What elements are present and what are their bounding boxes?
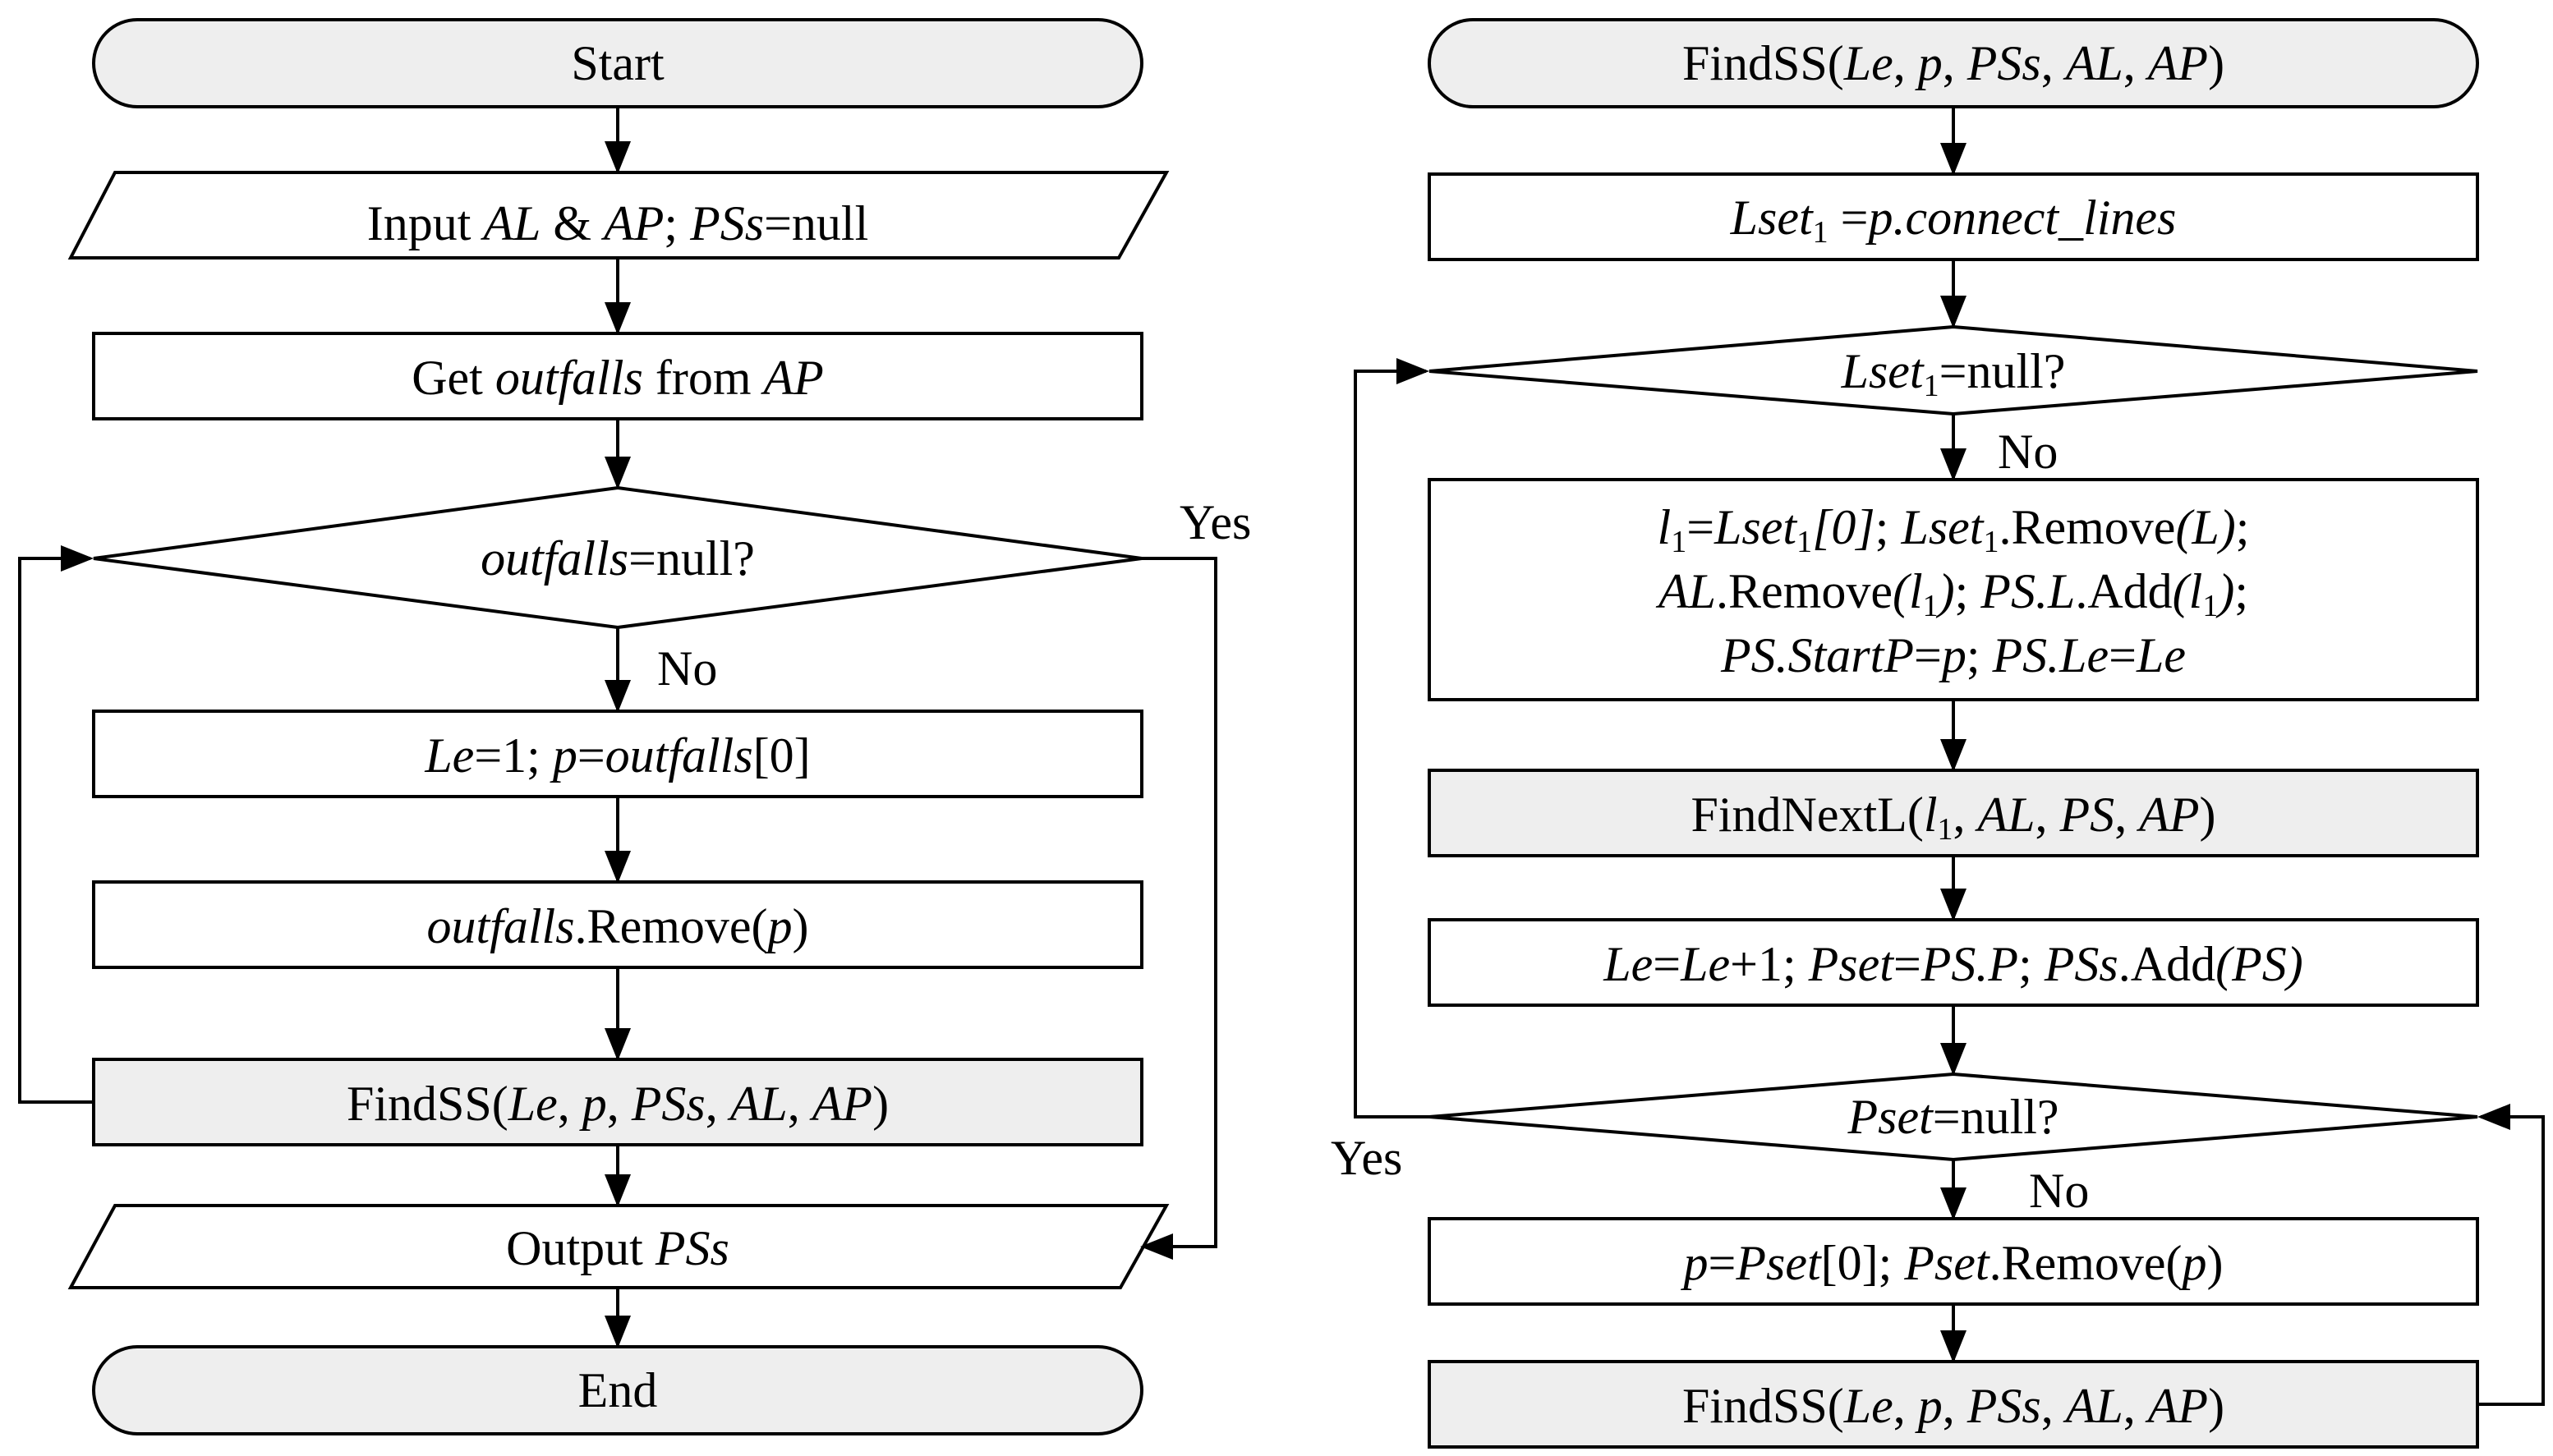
left-findss-call-label: FindSS(Le, p, PSs, AL, AP) [347, 1077, 889, 1131]
left-input-label: Input AL & AP; PSs=null [367, 196, 869, 250]
right-recursive-call-label: FindSS(Le, p, PSs, AL, AP) [1682, 1379, 2224, 1433]
right-decision2-label: Pset=null? [1847, 1090, 2058, 1144]
left-output-label: Output PSs [506, 1221, 729, 1275]
right-start-label: FindSS(Le, p, PSs, AL, AP) [1682, 36, 2224, 90]
left-init-label: Le=1; p=outfalls[0] [424, 728, 810, 783]
right-pop-label: p=Pset[0]; Pset.Remove(p) [1680, 1236, 2223, 1290]
right-block-line1: l1=Lset1[0]; Lset1.Remove(L); [1658, 500, 2250, 559]
left-yes-label: Yes [1180, 495, 1251, 549]
right-flowchart: FindSS(Le, p, PSs, AL, AP) Lset1 =p.conn… [1331, 18, 2545, 1449]
left-end-label: End [578, 1363, 658, 1417]
left-input-parallelogram [67, 171, 1170, 260]
left-output-parallelogram [67, 1204, 1170, 1289]
left-get-outfalls-box [92, 332, 1143, 420]
left-flowchart: Start Input AL & AP; PSs=null Get outfal… [18, 18, 1251, 1435]
right-yes-loop-arrow [1354, 358, 1429, 1118]
right-decision1-label: Lset1=null? [1841, 344, 2066, 403]
right-no-label-2: No [2029, 1164, 2089, 1218]
right-recursive-call-box [1428, 1360, 2479, 1449]
right-update-label: Le=Le+1; Pset=PS.P; PSs.Add(PS) [1603, 937, 2302, 991]
left-remove-label: outfalls.Remove(p) [427, 899, 809, 953]
right-no-label-1: No [1998, 425, 2058, 479]
right-block-line2: AL.Remove(l1); PS.L.Add(l1); [1655, 564, 2248, 623]
left-loop-arrow [18, 545, 94, 1104]
right-pop-box [1428, 1217, 2479, 1306]
left-decision-label: outfalls=null? [481, 531, 755, 586]
right-line-block-box [1428, 478, 2479, 701]
right-findnextl-label: FindNextL(l1, AL, PS, AP) [1691, 788, 2216, 847]
left-yes-arrow [1140, 557, 1217, 1260]
right-recursive-loop-arrow [2477, 1104, 2545, 1406]
left-init-box [92, 710, 1143, 798]
left-start-label: Start [571, 36, 665, 90]
left-no-label: No [657, 641, 717, 696]
right-yes-label: Yes [1331, 1131, 1402, 1185]
left-get-outfalls-label: Get outfalls from AP [412, 351, 824, 405]
right-lset-assign-label: Lset1 =p.connect_lines [1730, 191, 2177, 250]
right-update-box [1428, 918, 2479, 1007]
right-block-line3: PS.StartP=p; PS.Le=Le [1720, 628, 2186, 682]
